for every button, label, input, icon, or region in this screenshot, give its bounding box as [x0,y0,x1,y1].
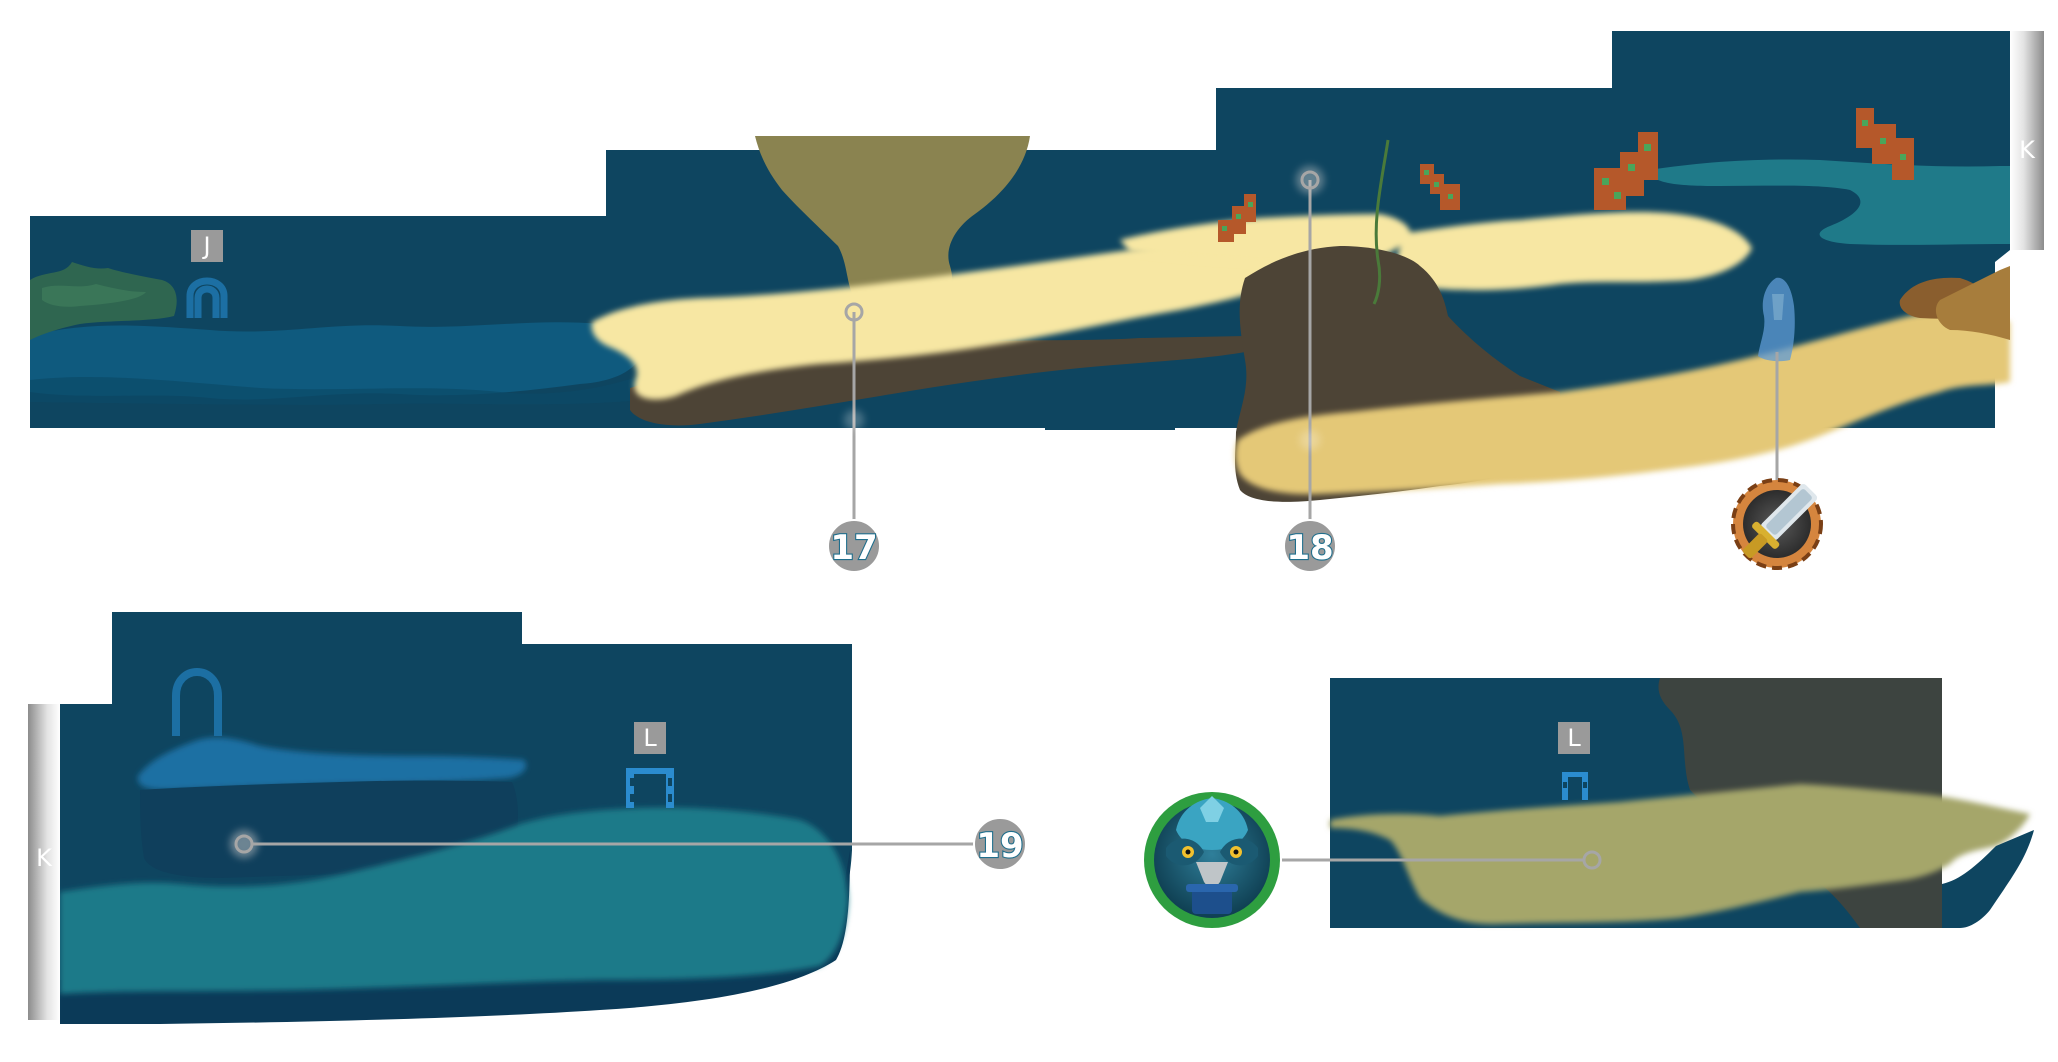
ghost-statue-icon [1758,277,1795,362]
callout-number: 18 [1286,528,1333,568]
coral-reef-icon [1218,108,1914,242]
olive-funnel [755,136,1030,300]
area-marker-label: J [201,232,210,260]
edge-marker-k-right[interactable]: K [2010,31,2044,250]
edge-marker-label: K [36,844,53,872]
callout-number: 19 [976,826,1023,866]
callout-19[interactable]: 19 [973,817,1027,871]
sand-band-main [591,230,1303,400]
teal-water-body [60,807,848,994]
sand-band-upper [1120,212,1752,291]
leader-line-19 [230,830,974,858]
lower-left-cave-section [60,612,852,1024]
edge-marker-k-left[interactable]: K [28,704,60,1020]
callout-17[interactable]: 17 [827,519,881,573]
dashed-gate-icon [626,768,674,808]
arch-portal-icon [172,668,222,736]
area-marker-label: L [643,724,657,752]
area-marker-j[interactable]: J [191,230,223,262]
pale-olive-floor [1330,784,2030,925]
dashed-gate-icon [1562,772,1588,800]
callout-18[interactable]: 18 [1283,519,1337,573]
water-pool-upper-right [1650,159,2010,245]
area-marker-label: L [1567,724,1581,752]
owl-guardian-creature-icon[interactable] [1144,792,1280,928]
water-shelf-upper [137,737,527,790]
rock-outcrop-right [1899,266,2010,340]
water-channel-left [30,322,642,400]
sand-ramp-lower [1235,312,2010,495]
leader-line-creature [1282,850,1602,870]
water-shadow-left [30,376,640,405]
shell-rock-icon [30,262,177,340]
upper-cave-section [30,31,2010,502]
area-marker-l-lower-right[interactable]: L [1558,722,1590,754]
crystal-dagger-relic-icon[interactable] [1731,478,1823,570]
seaweed-icon [1372,139,1390,305]
arch-portal-icon [186,277,228,318]
edge-marker-label: K [2019,136,2036,164]
leader-lines-upper [844,166,1779,520]
lower-right-cave-section [1330,678,2034,928]
mud-floor-main [630,336,1245,426]
lower-left-bottom-water [60,850,850,1024]
dark-rock-right [1942,830,2034,928]
area-marker-l-lower-left[interactable]: L [634,722,666,754]
callout-number: 17 [830,528,877,568]
